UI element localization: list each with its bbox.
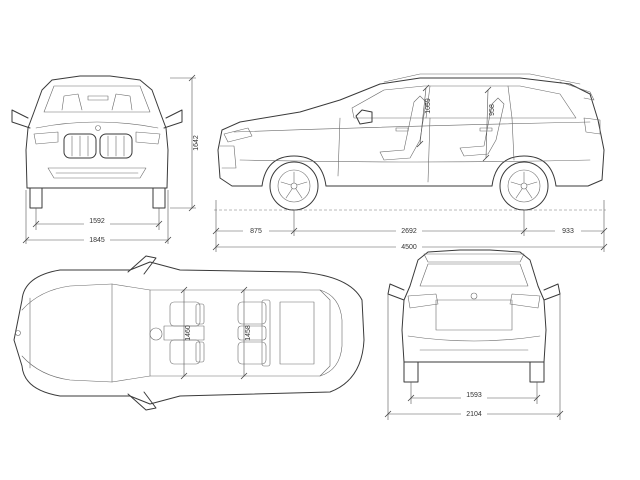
left-mirror (11, 109, 31, 129)
dim-rear-headroom-label: 958 (489, 104, 496, 116)
front-wheel (269, 161, 319, 211)
dim-front-shoulder-label: 1460 (185, 325, 192, 341)
rear-view-mirror-left (387, 283, 405, 301)
dim-rear-shoulder-label: 1458 (245, 325, 252, 341)
kidney-grille-right (99, 133, 133, 159)
dim-rear-track-label: 1593 (466, 392, 482, 399)
dim-rear-overhang-label: 933 (562, 228, 574, 235)
top-mirror-right (127, 391, 157, 411)
side-mirror (355, 109, 373, 125)
right-mirror (163, 109, 183, 129)
side-view: 1059 958 875 2692 933 4500 (212, 73, 608, 252)
dim-front-track-label: 1592 (89, 218, 105, 225)
dim-height-label: 1642 (193, 135, 200, 151)
dim-front-headroom-label: 1059 (425, 98, 432, 114)
badge-icon (95, 125, 101, 131)
dim-overall-length-label: 4500 (401, 244, 417, 251)
front-view: 1642 1592 1845 (11, 74, 200, 244)
top-mirror-left (127, 255, 157, 275)
rear-view: 1593 2104 (384, 249, 564, 420)
top-view: 1460 1458 (13, 255, 365, 411)
rear-view-mirror-right (543, 283, 561, 301)
kidney-grille-left (63, 133, 97, 159)
dim-wheelbase-label: 2692 (401, 228, 417, 235)
rear-badge-icon (470, 292, 478, 300)
hood-badge-icon (15, 330, 21, 336)
dim-front-width-label: 1845 (89, 237, 105, 244)
rear-wheel (499, 161, 549, 211)
dim-width-mirrors-label: 2104 (466, 411, 482, 418)
dim-front-overhang-label: 875 (250, 228, 262, 235)
